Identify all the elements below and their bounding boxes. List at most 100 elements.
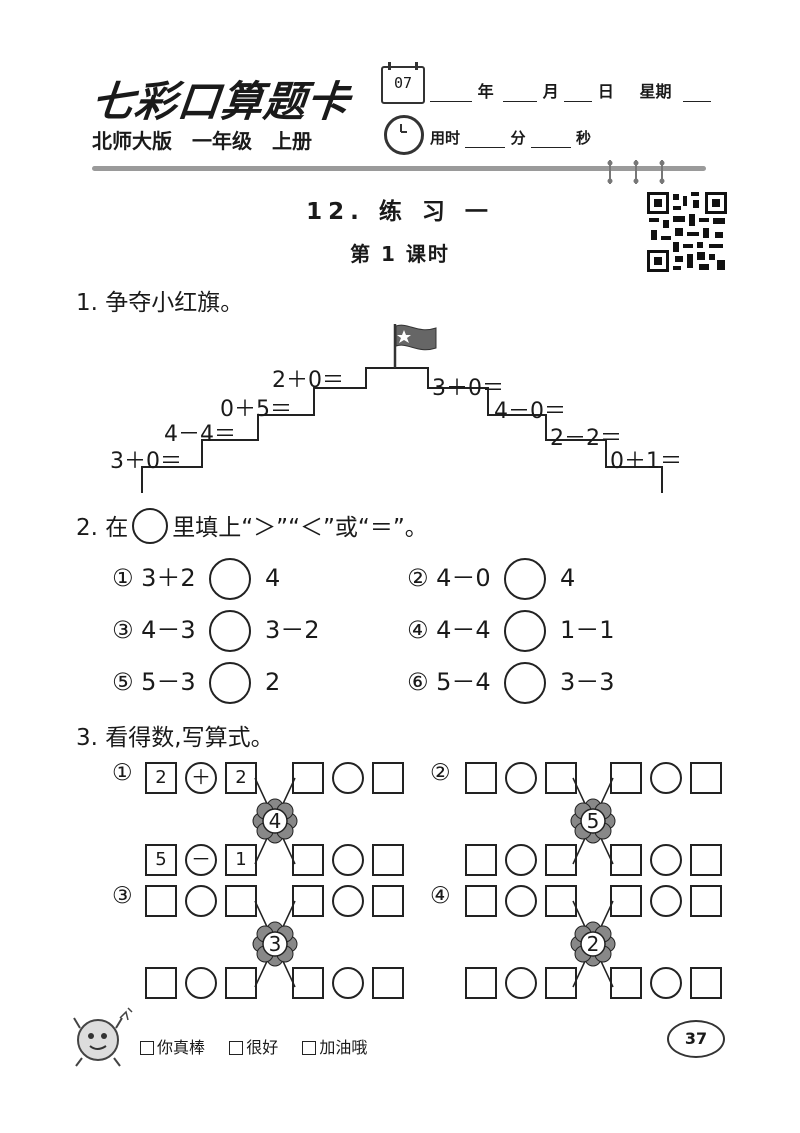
equation-row-bottom-right [292,967,412,999]
day-label: 日 [597,82,614,101]
left-expression: 5－3 [141,668,196,696]
operand-box[interactable] [545,844,577,876]
self-rating: 你真棒 很好 加油哦 [140,1034,367,1058]
operand-box[interactable] [225,885,257,917]
minutes-blank[interactable] [465,147,506,148]
answer-circle[interactable] [209,662,252,704]
right-expression: 3－2 [264,616,320,644]
operand-box[interactable] [372,762,404,794]
operator-circle[interactable] [185,967,217,999]
clock-icon [384,115,424,155]
operator-circle[interactable] [650,762,682,794]
comparison-item: ① 3＋2 4 [112,558,280,600]
operator-circle[interactable] [505,885,537,917]
equation-row-bottom-left: 5－1 [145,844,265,876]
operand-box[interactable] [145,885,177,917]
equation-row-top-right [292,762,412,794]
operand-box[interactable] [292,885,324,917]
day-blank[interactable] [564,101,593,102]
operand-box[interactable] [372,885,404,917]
q2-prompt-start: 2. 在 [76,515,129,541]
rating-checkbox[interactable] [302,1040,317,1055]
operand-box[interactable] [545,967,577,999]
operand-box[interactable] [465,885,497,917]
item-number: ② [407,564,429,592]
operand-box[interactable] [690,885,722,917]
operator-circle[interactable] [332,762,364,794]
operand-box[interactable] [690,844,722,876]
seconds-label: 秒 [575,129,591,147]
weekday-blank[interactable] [683,101,712,102]
equation-row-top-right [292,885,412,917]
step-expression-3: 0＋5＝ [220,397,292,422]
operand-box[interactable] [145,967,177,999]
flower-connector-icon [252,777,298,865]
step-expression-6: 4－0＝ [494,399,566,424]
operand-box[interactable] [545,885,577,917]
step-expression-2: 4－4＝ [164,422,236,447]
year-label: 年 [477,82,494,101]
header-rule [92,166,706,171]
answer-circle[interactable] [504,610,547,652]
operator-circle[interactable] [505,967,537,999]
operand-box[interactable] [465,844,497,876]
operator-circle[interactable] [332,885,364,917]
right-expression: 4 [264,564,281,592]
target-number: 2 [586,932,600,956]
right-expression: 4 [559,564,576,592]
operand-box[interactable] [372,967,404,999]
weekday-label: 星期 [639,82,672,101]
seconds-blank[interactable] [530,147,571,148]
operator-circle[interactable] [650,885,682,917]
month-blank[interactable] [503,101,538,102]
rating-option: 你真棒 [157,1038,206,1057]
equation-row-top-left: 2＋2 [145,762,265,794]
operand-box[interactable]: 1 [225,844,257,876]
answer-circle[interactable] [209,610,252,652]
operator-circle[interactable] [505,762,537,794]
operator-circle[interactable]: － [185,844,217,876]
operand-box[interactable] [372,844,404,876]
operand-box[interactable] [690,762,722,794]
operand-box[interactable] [465,967,497,999]
item-number: ① [112,564,134,592]
equation-row-top-right [610,885,730,917]
qr-code[interactable] [647,192,727,272]
operand-box[interactable] [292,762,324,794]
equation-row-top-left [465,762,585,794]
right-expression: 2 [264,668,281,696]
rule-tick-marks [607,160,665,184]
operator-circle[interactable] [332,967,364,999]
year-blank[interactable] [430,101,472,102]
operator-circle[interactable] [505,844,537,876]
rating-checkbox[interactable] [140,1040,154,1055]
operand-box[interactable] [225,967,257,999]
operand-box[interactable] [610,762,642,794]
operator-circle[interactable] [650,844,682,876]
operator-circle[interactable] [650,967,682,999]
time-used-line: 用时 分 秒 [430,127,591,148]
step-expression-5: 3＋0＝ [432,376,504,401]
operand-box[interactable] [610,885,642,917]
time-used-label: 用时 [430,129,461,147]
brand-title: 七彩口算题卡 [89,77,353,126]
operator-circle[interactable] [332,844,364,876]
step-expression-1: 3＋0＝ [110,449,182,474]
edition-label: 北师大版 一年级 上册 [92,129,312,153]
target-number: 3 [268,932,282,956]
operator-circle[interactable]: ＋ [185,762,217,794]
operand-box[interactable]: 2 [225,762,257,794]
minutes-label: 分 [510,129,526,147]
operand-box[interactable] [545,762,577,794]
operand-box[interactable]: 5 [145,844,177,876]
group-number: ③ [112,883,133,909]
rating-checkbox[interactable] [229,1040,244,1055]
operator-circle[interactable] [185,885,217,917]
answer-circle[interactable] [209,558,252,600]
operand-box[interactable] [690,967,722,999]
operand-box[interactable]: 2 [145,762,177,794]
answer-circle[interactable] [504,558,547,600]
operand-box[interactable] [465,762,497,794]
group-number: ① [112,760,133,786]
answer-circle[interactable] [504,662,547,704]
